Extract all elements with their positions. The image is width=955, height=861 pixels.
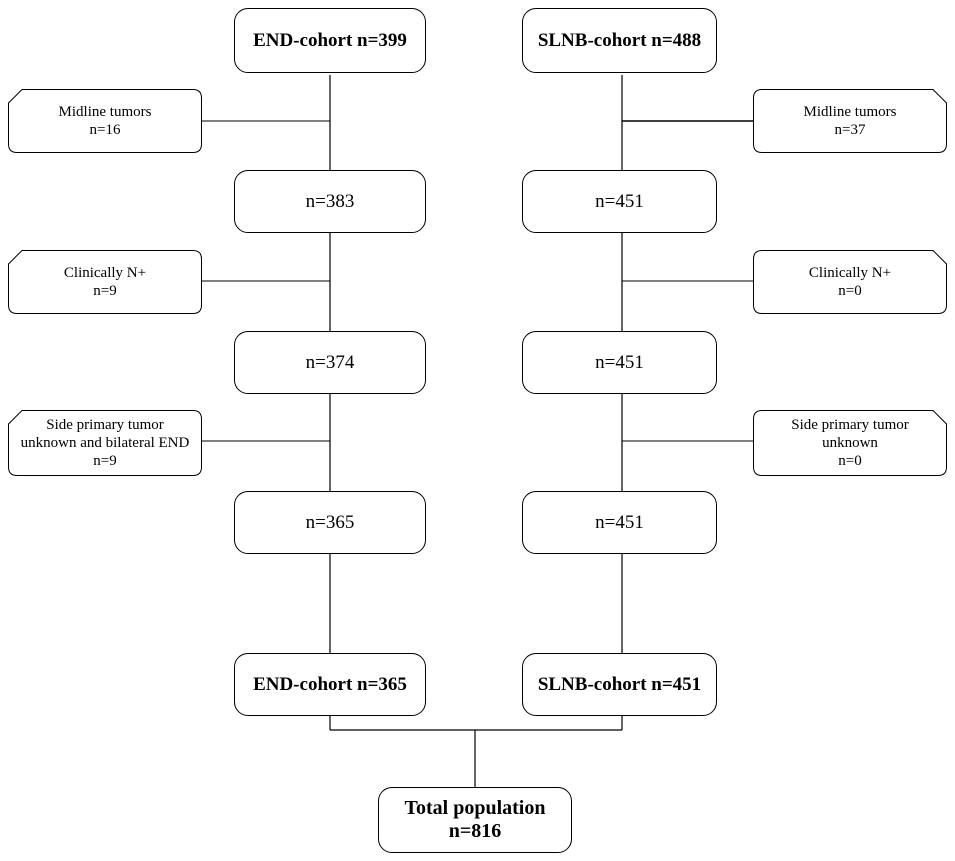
exclusion-box-shape (753, 410, 947, 476)
exclusion-reason-line-1: Side primary tumor (46, 416, 164, 433)
slnb-exclusion-box-3: Side primary tumor unknown n=0 (753, 410, 947, 476)
end-exclusion-box-3: Side primary tumor unknown and bilateral… (8, 410, 202, 476)
total-population-box: Total population n=816 (378, 787, 572, 853)
exclusion-reason-line-1: Side primary tumor (791, 416, 909, 433)
exclusion-reason-line-2: unknown and bilateral END (20, 434, 190, 451)
exclusion-box-shape (753, 250, 947, 314)
slnb-exclusion-box-1: Midline tumors n=37 (753, 89, 947, 153)
exclusion-box-shape (8, 250, 202, 314)
end-cohort-final-box: END-cohort n=365 (234, 653, 426, 716)
exclusion-reason-line-2: unknown (822, 434, 878, 451)
exclusion-reason: Midline tumors (803, 103, 897, 120)
end-exclusion-box-1: Midline tumors n=16 (8, 89, 202, 153)
exclusion-reason: Clinically N+ (808, 264, 892, 281)
slnb-step-box-3: n=451 (522, 491, 717, 554)
exclusion-box-shape (8, 89, 202, 153)
exclusion-count: n=9 (93, 283, 117, 299)
total-population-count: n=816 (448, 820, 502, 842)
end-exclusion-box-2: Clinically N+ n=9 (8, 250, 202, 314)
exclusion-count: n=0 (838, 283, 862, 299)
slnb-cohort-final-box: SLNB-cohort n=451 (522, 653, 717, 716)
slnb-exclusion-box-2: Clinically N+ n=0 (753, 250, 947, 314)
slnb-step-box-2: n=451 (522, 331, 717, 394)
end-step-box-2: n=374 (234, 331, 426, 394)
end-step-box-3: n=365 (234, 491, 426, 554)
exclusion-count: n=0 (838, 453, 862, 470)
exclusion-reason: Clinically N+ (63, 264, 147, 281)
exclusion-box-shape (753, 89, 947, 153)
exclusion-count: n=16 (89, 122, 121, 138)
end-cohort-start-box: END-cohort n=399 (234, 8, 426, 73)
total-population-label: Total population (404, 797, 546, 819)
exclusion-count: n=9 (93, 453, 117, 470)
slnb-step-box-1: n=451 (522, 170, 717, 233)
exclusion-count: n=37 (834, 122, 866, 138)
exclusion-reason: Midline tumors (58, 103, 152, 120)
slnb-cohort-start-box: SLNB-cohort n=488 (522, 8, 717, 73)
exclusion-box-shape (8, 410, 202, 476)
end-step-box-1: n=383 (234, 170, 426, 233)
